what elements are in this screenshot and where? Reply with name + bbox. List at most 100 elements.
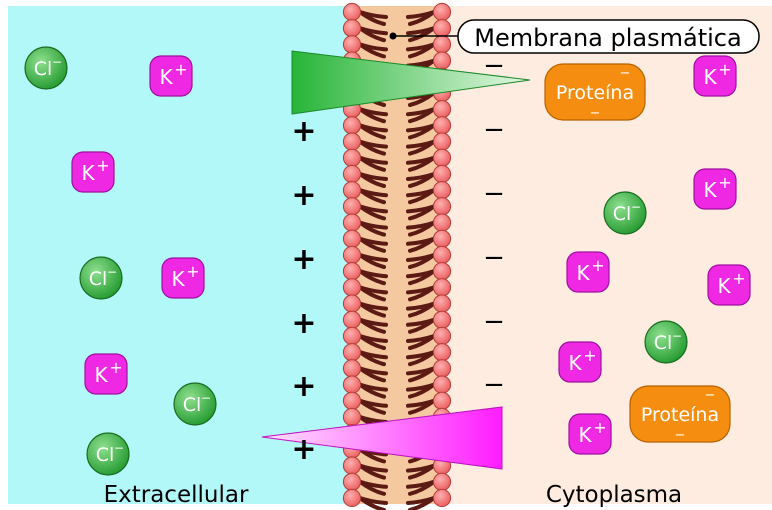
lipid-head — [433, 149, 450, 166]
potassium-symbol: K — [159, 65, 173, 89]
chloride-symbol: Cl — [89, 268, 108, 290]
protein-charge: − — [620, 66, 631, 81]
lipid-head — [343, 295, 360, 312]
protein-charge: − — [590, 106, 601, 121]
inner-minus-charge: − — [483, 51, 505, 81]
lipid-head — [343, 311, 360, 328]
lipid-head — [343, 182, 360, 199]
lipid-head — [343, 376, 360, 393]
lipid-head — [343, 165, 360, 182]
lipid-head — [433, 52, 450, 69]
lipid-head — [433, 3, 450, 20]
potassium-ion: K+ — [162, 258, 204, 298]
lipid-head — [343, 246, 360, 263]
lipid-head — [343, 20, 360, 37]
potassium-ion: K+ — [72, 152, 114, 192]
inner-minus-charge: − — [483, 370, 505, 400]
membrane-pointer-dot — [390, 33, 397, 40]
potassium-symbol: K — [568, 351, 582, 375]
chloride-charge: − — [114, 441, 124, 455]
lipid-head — [433, 279, 450, 296]
chloride-charge: − — [672, 329, 682, 343]
chloride-symbol: Cl — [183, 394, 202, 416]
lipid-head — [343, 392, 360, 409]
chloride-charge: − — [631, 200, 641, 214]
lipid-head — [343, 149, 360, 166]
lipid-head — [343, 117, 360, 134]
lipid-head — [433, 327, 450, 344]
inner-minus-charge: − — [483, 243, 505, 273]
potassium-ion: K+ — [694, 169, 736, 209]
potassium-symbol: K — [578, 423, 592, 447]
potassium-symbol: K — [576, 261, 590, 285]
potassium-ion: K+ — [559, 342, 601, 382]
lipid-head — [343, 344, 360, 361]
potassium-charge: + — [591, 256, 604, 275]
inner-minus-charge: − — [483, 307, 505, 337]
lipid-head — [343, 408, 360, 425]
lipid-head — [343, 133, 360, 150]
potassium-charge: + — [718, 60, 731, 79]
chloride-symbol: Cl — [654, 332, 673, 354]
potassium-charge: + — [96, 156, 109, 175]
potassium-symbol: K — [94, 363, 108, 387]
potassium-ion: K+ — [694, 56, 736, 96]
chloride-ion: Cl− — [645, 321, 687, 363]
lipid-head — [433, 20, 450, 37]
lipid-head — [433, 101, 450, 118]
chloride-ion: Cl− — [174, 383, 216, 425]
lipid-head — [433, 230, 450, 247]
potassium-symbol: K — [81, 161, 95, 185]
potassium-symbol: K — [171, 267, 185, 291]
lipid-head — [433, 36, 450, 53]
chloride-symbol: Cl — [96, 444, 115, 466]
lipid-head — [343, 36, 360, 53]
chloride-ion: Cl− — [25, 47, 67, 89]
potassium-charge: + — [718, 173, 731, 192]
potassium-charge: + — [109, 358, 122, 377]
potassium-symbol: K — [703, 65, 717, 89]
chloride-charge: − — [201, 391, 211, 405]
lipid-head — [433, 263, 450, 280]
outer-plus-charge: + — [291, 432, 316, 467]
lipid-head — [433, 182, 450, 199]
potassium-charge: + — [593, 418, 606, 437]
protein-charge: − — [675, 428, 686, 443]
protein-anion: Proteína−− — [630, 386, 730, 443]
cytoplasm-label: Cytoplasma — [546, 482, 682, 508]
lipid-head — [343, 457, 360, 474]
lipid-head — [433, 133, 450, 150]
lipid-head — [433, 392, 450, 409]
potassium-ion: K+ — [567, 252, 609, 292]
lipid-head — [433, 165, 450, 182]
membrane-label: Membrana plasmática — [474, 24, 741, 52]
chloride-ion: Cl− — [604, 192, 646, 234]
inner-minus-charge: − — [483, 179, 505, 209]
potassium-ion: K+ — [150, 56, 192, 96]
protein-anion: Proteína−− — [545, 64, 645, 121]
chloride-ion: Cl− — [87, 433, 129, 475]
lipid-head — [433, 489, 450, 506]
chloride-ion: Cl− — [80, 257, 122, 299]
lipid-head — [343, 3, 360, 20]
protein-label: Proteína — [556, 82, 634, 104]
protein-label: Proteína — [641, 404, 719, 426]
outer-plus-charge: + — [291, 242, 316, 277]
lipid-head — [433, 295, 450, 312]
lipid-head — [343, 230, 360, 247]
potassium-symbol: K — [717, 274, 731, 298]
lipid-head — [343, 327, 360, 344]
outer-plus-charge: + — [291, 178, 316, 213]
outer-plus-charge: + — [291, 369, 316, 404]
chloride-charge: − — [107, 265, 117, 279]
lipid-head — [343, 489, 360, 506]
lipid-head — [433, 360, 450, 377]
lipid-head — [343, 360, 360, 377]
outer-plus-charge: + — [291, 114, 316, 149]
lipid-head — [433, 473, 450, 490]
potassium-charge: + — [732, 269, 745, 288]
lipid-head — [343, 198, 360, 215]
potassium-charge: + — [174, 60, 187, 79]
lipid-head — [343, 214, 360, 231]
inner-minus-charge: − — [483, 115, 505, 145]
